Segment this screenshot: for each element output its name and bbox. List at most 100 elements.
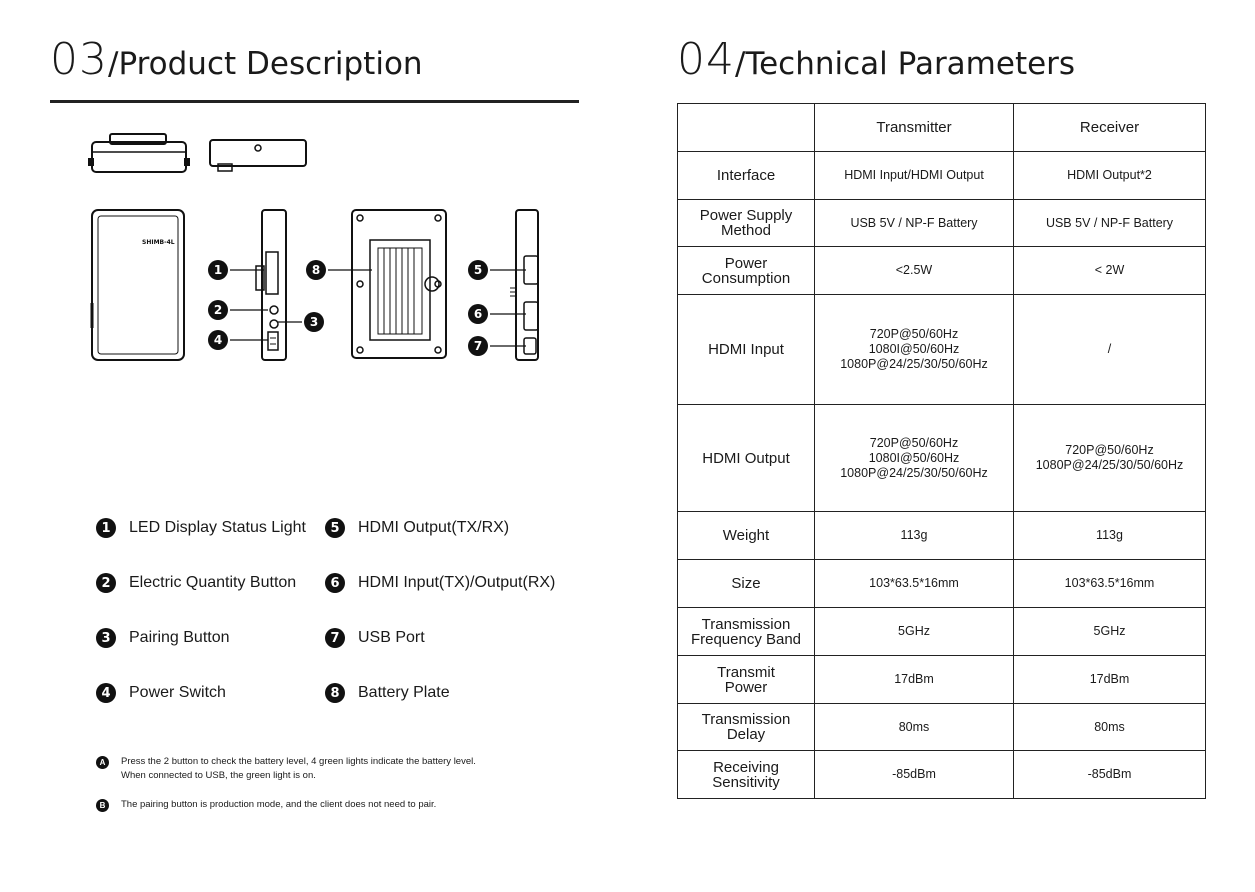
legend-label: Electric Quantity Button bbox=[129, 574, 297, 591]
svg-text:6: 6 bbox=[474, 307, 482, 321]
legend-number-badge: 6 bbox=[325, 573, 345, 593]
transmitter-value-cell: 103*63.5*16mm bbox=[814, 559, 1014, 608]
legend-label: Pairing Button bbox=[129, 629, 230, 646]
cell-line: Power Supply bbox=[699, 207, 793, 224]
note-line: Press the 2 button to check the battery … bbox=[121, 756, 476, 767]
transmitter-value-cell: USB 5V / NP-F Battery bbox=[814, 199, 1014, 247]
legend-label: Battery Plate bbox=[358, 684, 450, 701]
side-top-view-device bbox=[209, 139, 307, 172]
legend-item-hdmi-input-output: 6 HDMI Input(TX)/Output(RX) bbox=[325, 573, 555, 593]
callout-badges: 1 2 3 4 8 5 6 7 bbox=[208, 260, 488, 356]
cell-line: Method bbox=[720, 222, 772, 239]
header-cell: Transmitter bbox=[814, 103, 1014, 152]
svg-text:1: 1 bbox=[214, 263, 222, 277]
parameter-name-cell: HDMI Output bbox=[677, 404, 815, 512]
section-number: 04 bbox=[677, 34, 735, 85]
cell-line: Size bbox=[731, 575, 761, 592]
cell-line: Power bbox=[724, 678, 768, 696]
receiver-value-cell: 103*63.5*16mm bbox=[1013, 559, 1206, 608]
cell-line: 720P@50/60Hz bbox=[869, 327, 959, 341]
transmitter-value-cell: HDMI Input/HDMI Output bbox=[814, 151, 1014, 200]
note-line: The pairing button is production mode, a… bbox=[121, 799, 437, 810]
cell-line: 80ms bbox=[898, 719, 930, 734]
cell-line: Sensitivity bbox=[712, 773, 780, 791]
section-title-text: /Technical Parameters bbox=[735, 46, 1076, 82]
receiver-value-cell: 113g bbox=[1013, 511, 1206, 560]
callout-3: 3 bbox=[304, 312, 324, 332]
svg-text:3: 3 bbox=[310, 315, 318, 329]
cell-line: 80ms bbox=[1094, 719, 1125, 734]
transmitter-value-cell: 113g bbox=[814, 511, 1014, 560]
receiver-value-cell: < 2W bbox=[1013, 246, 1206, 295]
receiver-value-cell: 17dBm bbox=[1013, 655, 1206, 704]
callout-4: 4 bbox=[208, 330, 228, 350]
receiver-value-cell: 5GHz bbox=[1013, 607, 1206, 656]
legend-item-power-switch: 4 Power Switch bbox=[96, 683, 226, 703]
header-cell: Receiver bbox=[1013, 103, 1206, 152]
svg-text:2: 2 bbox=[214, 303, 222, 317]
cell-line: 103*63.5*16mm bbox=[869, 576, 959, 590]
legend-number-badge: 1 bbox=[96, 518, 116, 538]
note-line: When connected to USB, the green light i… bbox=[121, 770, 316, 781]
cell-line: Consumption bbox=[701, 269, 791, 287]
table-row: Weight 113g 113g bbox=[677, 511, 1206, 560]
cell-line: Transmission bbox=[701, 711, 791, 728]
note-a: A Press the 2 button to check the batter… bbox=[96, 755, 476, 783]
cell-line: Frequency Band bbox=[690, 630, 802, 648]
callout-8: 8 bbox=[306, 260, 326, 280]
callout-2: 2 bbox=[208, 300, 228, 320]
cell-line: 103*63.5*16mm bbox=[1064, 576, 1155, 590]
note-mark: A bbox=[96, 756, 109, 769]
top-view-device bbox=[88, 133, 190, 173]
parameter-name-cell: Interface bbox=[677, 151, 815, 200]
legend-item-electric-quantity: 2 Electric Quantity Button bbox=[96, 573, 296, 593]
receiver-value-cell: 80ms bbox=[1013, 703, 1206, 751]
table-row: Size 103*63.5*16mm 103*63.5*16mm bbox=[677, 559, 1206, 608]
cell-line: Delay bbox=[726, 726, 766, 743]
cell-line: HDMI Output bbox=[702, 449, 790, 467]
legend-label: Power Switch bbox=[129, 684, 226, 701]
cell-line: 113g bbox=[900, 528, 928, 542]
legend-number-badge: 5 bbox=[325, 518, 345, 538]
parameter-name-cell: Weight bbox=[677, 511, 815, 560]
cell-line: <2.5W bbox=[895, 263, 933, 277]
header-cell bbox=[677, 103, 815, 152]
cell-line: HDMI Input/HDMI Output bbox=[844, 168, 984, 182]
cell-line: 1080I@50/60Hz bbox=[868, 450, 960, 465]
legend-number-badge: 3 bbox=[96, 628, 116, 648]
device-diagram: SHIMB-4L bbox=[88, 133, 539, 361]
callout-1: 1 bbox=[208, 260, 228, 280]
cell-line: 17dBm bbox=[894, 672, 934, 686]
product-description-title: 03/Product Description bbox=[50, 34, 423, 85]
side-view-controls bbox=[230, 209, 302, 361]
technical-parameters-title: 04/Technical Parameters bbox=[677, 34, 1075, 85]
cell-line: 720P@50/60Hz bbox=[869, 435, 959, 450]
device-brand-label: SHIMB-4L bbox=[142, 239, 175, 246]
cell-line: 1080P@24/25/30/50/60Hz bbox=[1035, 458, 1184, 472]
svg-text:4: 4 bbox=[214, 333, 222, 347]
side-view-ports bbox=[490, 209, 539, 361]
legend-label: HDMI Output(TX/RX) bbox=[358, 519, 510, 536]
note-b: B The pairing button is production mode,… bbox=[96, 798, 436, 812]
svg-text:7: 7 bbox=[474, 339, 482, 353]
cell-line: < 2W bbox=[1094, 263, 1125, 277]
callout-7: 7 bbox=[468, 336, 488, 356]
cell-line: -85dBm bbox=[1087, 767, 1132, 781]
cell-line: Transmit bbox=[717, 663, 775, 681]
callout-6: 6 bbox=[468, 304, 488, 324]
transmitter-value-cell: 80ms bbox=[814, 703, 1014, 751]
cell-line: / bbox=[1107, 342, 1112, 356]
receiver-value-cell: USB 5V / NP-F Battery bbox=[1013, 199, 1206, 247]
legend-label: HDMI Input(TX)/Output(RX) bbox=[358, 574, 556, 591]
